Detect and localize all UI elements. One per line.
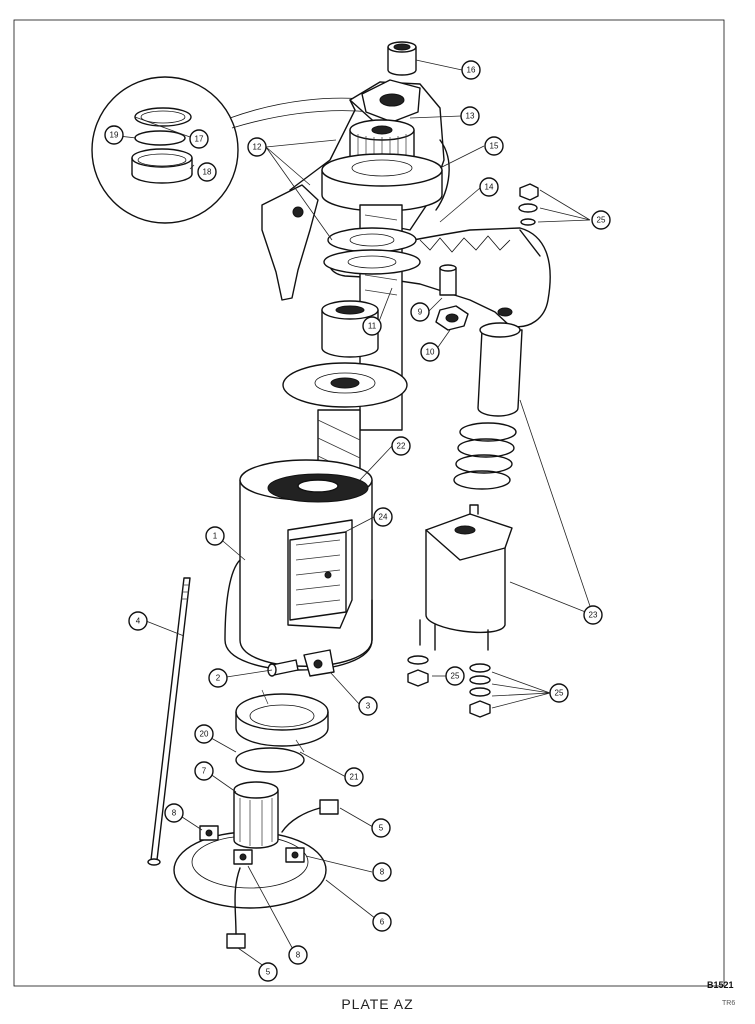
callout-22: 22 <box>391 436 411 456</box>
svg-text:8: 8 <box>380 868 385 877</box>
callout-21: 21 <box>344 767 364 787</box>
callout-10: 10 <box>420 342 440 362</box>
callout-16: 16 <box>461 60 481 80</box>
solenoid-plunger <box>477 322 523 417</box>
callout-8-bottom: 8 <box>288 945 308 965</box>
brushes-5 <box>226 799 339 949</box>
svg-text:23: 23 <box>589 611 598 620</box>
drawing-code: B1521 <box>707 980 734 990</box>
svg-text:16: 16 <box>467 66 476 75</box>
svg-text:20: 20 <box>200 730 209 739</box>
callout-3: 3 <box>358 696 378 716</box>
callout-20: 20 <box>194 724 214 744</box>
callout-19: 19 <box>104 125 124 145</box>
callout-9: 9 <box>410 302 430 322</box>
svg-text:10: 10 <box>426 348 435 357</box>
spring-ring-20 <box>235 747 305 773</box>
callout-11: 11 <box>362 316 382 336</box>
svg-text:25: 25 <box>597 216 606 225</box>
callout-5-lower: 5 <box>258 962 278 982</box>
svg-text:11: 11 <box>368 322 377 331</box>
callout-6: 6 <box>372 912 392 932</box>
terminal-3 <box>303 649 335 677</box>
callout-23: 23 <box>583 605 603 625</box>
callout-8-left: 8 <box>164 803 184 823</box>
svg-text:12: 12 <box>253 143 262 152</box>
solenoid-23 <box>419 504 513 651</box>
plate-border <box>13 19 725 987</box>
through-bolt-4 <box>147 577 191 866</box>
svg-text:6: 6 <box>380 918 385 927</box>
callout-17: 17 <box>189 129 209 149</box>
bush-16 <box>387 41 417 76</box>
commutator-22 <box>267 473 369 503</box>
drive-collar-12 <box>321 153 443 212</box>
thrust-washer <box>282 362 408 408</box>
callout-12: 12 <box>247 137 267 157</box>
callout-18: 18 <box>197 162 217 182</box>
callout-24: 24 <box>373 507 393 527</box>
callout-2: 2 <box>208 668 228 688</box>
svg-text:18: 18 <box>203 168 212 177</box>
circlip-19 <box>134 130 186 146</box>
pivot-pin-9 <box>439 264 457 296</box>
page-code: TR6 <box>722 1000 736 1007</box>
callout-25-upper: 25 <box>591 210 611 230</box>
callout-1: 1 <box>205 526 225 546</box>
nuts-washers-25-upper <box>518 183 539 226</box>
svg-text:17: 17 <box>195 135 204 144</box>
svg-text:25: 25 <box>451 672 460 681</box>
svg-text:3: 3 <box>366 702 371 711</box>
callout-13: 13 <box>460 106 480 126</box>
callout-14: 14 <box>479 177 499 197</box>
brush-holders-8 <box>199 825 305 865</box>
svg-text:5: 5 <box>266 968 271 977</box>
svg-text:8: 8 <box>172 809 177 818</box>
svg-text:9: 9 <box>418 308 423 317</box>
svg-text:19: 19 <box>110 131 119 140</box>
svg-text:1: 1 <box>213 532 218 541</box>
svg-text:8: 8 <box>296 951 301 960</box>
callout-25-lower-left: 25 <box>445 666 465 686</box>
brush-ring-21 <box>235 689 329 753</box>
screw-2 <box>267 659 299 677</box>
callout-8-right: 8 <box>372 862 392 882</box>
callout-25-lower-right: 25 <box>549 683 569 703</box>
nut-10 <box>435 305 469 331</box>
svg-text:14: 14 <box>485 183 494 192</box>
collar-18 <box>131 148 193 184</box>
svg-text:24: 24 <box>379 513 388 522</box>
svg-text:21: 21 <box>350 773 359 782</box>
return-spring <box>453 422 517 490</box>
svg-text:2: 2 <box>216 674 221 683</box>
inset-detail-circle <box>91 76 376 224</box>
svg-text:7: 7 <box>202 767 207 776</box>
callout-4: 4 <box>128 611 148 631</box>
field-coil-24 <box>289 531 347 621</box>
callout-5-upper: 5 <box>371 818 391 838</box>
callout-7: 7 <box>194 761 214 781</box>
spacer-ring-17 <box>134 107 192 127</box>
svg-text:13: 13 <box>466 112 475 121</box>
nuts-washers-25-lower <box>407 655 491 718</box>
svg-text:15: 15 <box>490 142 499 151</box>
svg-text:5: 5 <box>379 824 384 833</box>
svg-text:25: 25 <box>555 689 564 698</box>
plate-caption: PLATE AZ <box>341 996 414 1012</box>
bush-7 <box>233 781 279 849</box>
svg-text:22: 22 <box>397 442 406 451</box>
callout-15: 15 <box>484 136 504 156</box>
svg-text:4: 4 <box>136 617 141 626</box>
leader-lines <box>109 59 594 970</box>
